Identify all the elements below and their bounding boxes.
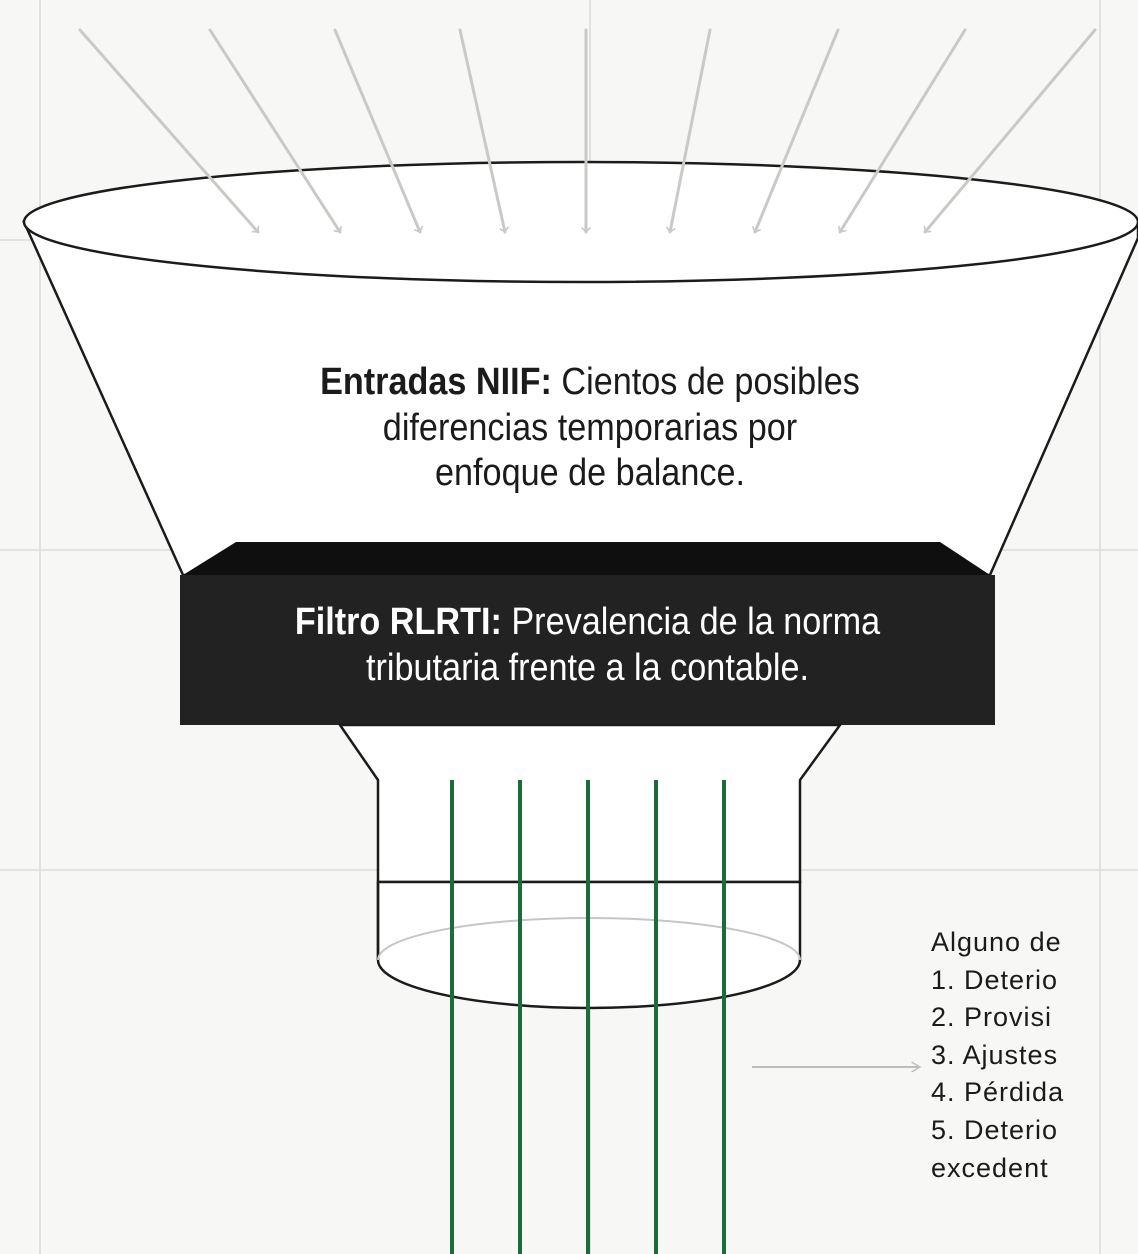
entradas-text-line2: diferencias temporarias por [382,406,798,449]
side-list-item: 3. Ajustes [931,1039,1059,1070]
side-list-item: excedent [931,1152,1049,1183]
input-arrow [751,28,840,234]
entradas-title: Entradas NIIF: [320,361,552,403]
output-lines [450,780,726,1254]
side-list: Alguno de 1. Deterio 2. Provisi 3. Ajust… [931,924,1138,1187]
filtro-title: Filtro RLRTI: [294,601,502,643]
filter-band [180,542,995,725]
side-list-item: 2. Provisi [931,1002,1053,1033]
side-list-item: 5. Deterio [931,1114,1059,1145]
entradas-label: Entradas NIIF: Cientos de posibles difer… [235,360,946,497]
side-list-item: 1. Deterio [931,964,1059,995]
entradas-text-line1: Cientos de posibles [551,361,860,403]
input-arrows [78,28,1097,234]
input-arrow [458,28,510,234]
funnel-cone [22,160,1138,577]
filtro-text-line1: Prevalencia de la norma [501,601,881,643]
filtro-text-line2: tributaria frente a la contable. [366,646,809,689]
input-arrow [837,28,967,234]
input-arrow [78,28,260,234]
input-arrow [665,28,712,234]
side-list-item: 4. Pérdida [931,1077,1065,1108]
side-list-heading: Alguno de [931,927,1062,957]
filtro-label: Filtro RLRTI: Prevalencia de la norma tr… [221,600,955,691]
entradas-text-line3: enfoque de balance. [435,452,745,495]
input-arrow [923,28,1097,234]
input-arrow [333,28,424,234]
input-arrow [208,28,343,234]
